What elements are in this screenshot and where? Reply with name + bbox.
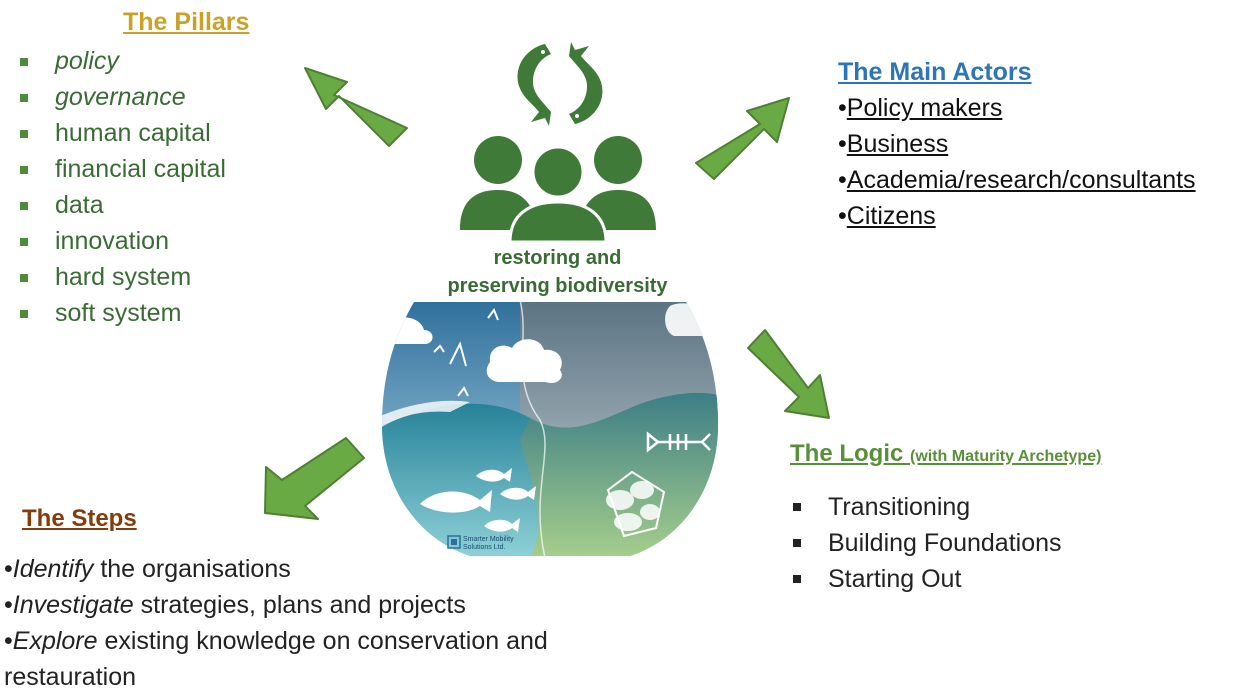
arrow-to-logic	[747, 329, 830, 419]
list-item: •Business	[838, 130, 949, 158]
people-group-icon	[460, 136, 656, 244]
actors-title: The Main Actors	[838, 58, 1032, 86]
arrow-to-pillars	[304, 67, 408, 147]
ecosystem-bowl-illustration: Smarter Mobility Solutions Ltd.	[382, 302, 718, 556]
pillars-list: policy governance human capital financia…	[18, 44, 226, 332]
arrow-to-steps	[264, 437, 365, 520]
logic-title: The Logic (with Maturity Archetype)	[790, 440, 1101, 468]
steps-title: The Steps	[22, 505, 137, 532]
list-item: •Policy makers	[838, 94, 1003, 122]
list-item: governance	[18, 80, 226, 116]
logic-list: Transitioning Building Foundations Start…	[792, 489, 1062, 597]
fish-cycle-icon	[517, 42, 603, 126]
list-item: Transitioning	[792, 489, 1062, 525]
actors-list: •Policy makers •Business •Academia/resea…	[838, 92, 1196, 236]
list-item: •Investigate strategies, plans and proje…	[4, 591, 466, 619]
list-item: innovation	[18, 224, 226, 260]
list-item: •Citizens	[838, 202, 936, 230]
list-item: soft system	[18, 296, 226, 332]
list-item: policy	[18, 44, 226, 80]
list-item: •Explore existing knowledge on conservat…	[4, 627, 548, 691]
logo-line-1: Smarter Mobility	[463, 536, 514, 543]
smarter-mobility-logo: Smarter Mobility Solutions Ltd.	[447, 535, 514, 551]
list-item: financial capital	[18, 152, 226, 188]
arrow-to-actors	[695, 97, 790, 180]
list-item: •Identify the organisations	[4, 555, 291, 583]
center-caption: restoring and preserving biodiversity	[425, 244, 690, 300]
pillars-title: The Pillars	[123, 8, 250, 36]
logic-title-main: The Logic	[790, 440, 910, 467]
list-item: Building Foundations	[792, 525, 1062, 561]
logo-line-2: Solutions Ltd.	[463, 544, 505, 551]
list-item: •Academia/research/consultants	[838, 166, 1196, 194]
logic-title-paren: (with Maturity Archetype)	[910, 448, 1102, 465]
caption-line-2: preserving biodiversity	[447, 275, 668, 297]
list-item: hard system	[18, 260, 226, 296]
list-item: human capital	[18, 116, 226, 152]
list-item: Starting Out	[792, 561, 1062, 597]
caption-line-1: restoring and	[493, 247, 622, 269]
steps-list: •Identify the organisations •Investigate…	[4, 551, 564, 695]
list-item: data	[18, 188, 226, 224]
